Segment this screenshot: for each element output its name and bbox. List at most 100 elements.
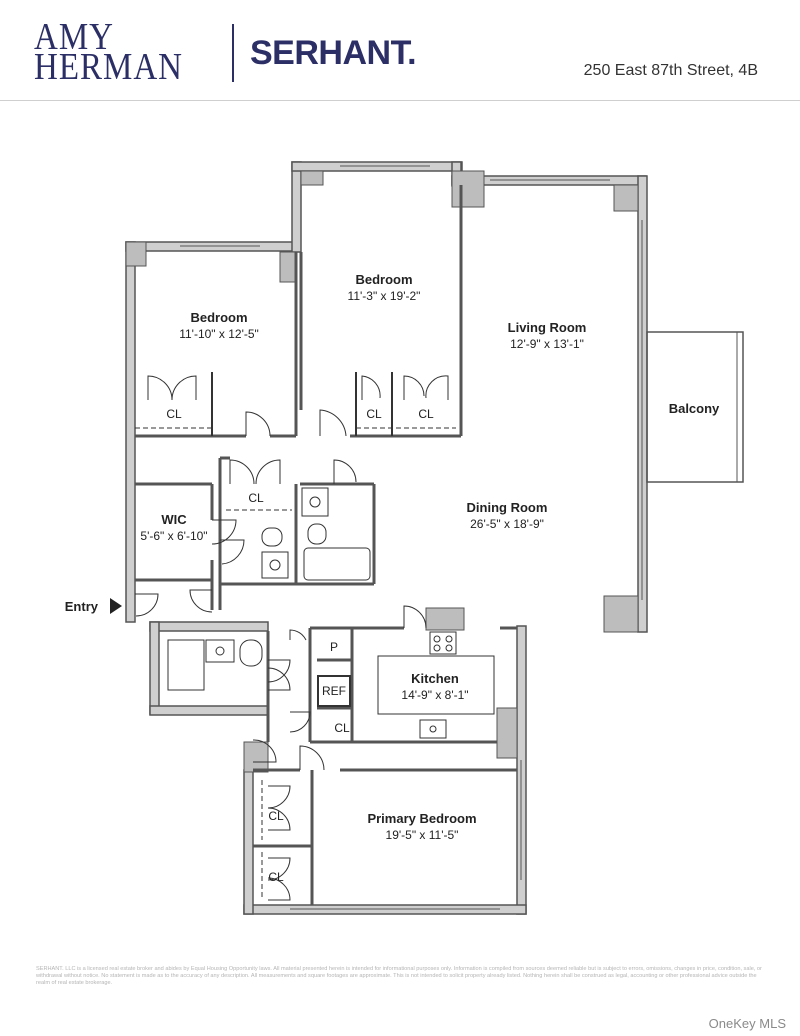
wall-bath-left (149, 621, 160, 715)
legal-disclaimer: SERHANT. LLC is a licensed real estate b… (36, 966, 762, 986)
closet-label: CL (366, 407, 382, 421)
column (425, 607, 465, 631)
balcony-name: Balcony (669, 401, 720, 416)
door-swing (403, 605, 427, 629)
closet-label: CL (166, 407, 182, 421)
powder-sink (205, 639, 235, 663)
fixtures (167, 487, 495, 739)
closet-label: CL (418, 407, 434, 421)
kitchen-name: Kitchen (411, 671, 459, 686)
kitchen-counter (377, 655, 495, 715)
door-swing (267, 659, 291, 683)
bedroom-middle-dims: 11'-3" x 19'-2" (348, 289, 421, 303)
amy-herman-logo: AMY HERMAN (34, 16, 183, 86)
wall-bath-bottom (149, 705, 269, 716)
bedroom-left-name: Bedroom (190, 310, 247, 325)
entry-arrow-icon (110, 598, 122, 614)
primary-bedroom-name: Primary Bedroom (367, 811, 476, 826)
toilet (307, 523, 327, 545)
sink-drain (429, 725, 437, 733)
door-swing (267, 667, 291, 691)
bath-sink-2 (261, 551, 289, 579)
door-swing (135, 593, 159, 617)
powder-sink-bowl (215, 646, 225, 656)
wic-name: WIC (161, 512, 187, 527)
burner (433, 644, 441, 652)
serhant-logo: SERHANT. (250, 34, 417, 72)
burner (433, 635, 441, 643)
door-swing (171, 375, 197, 401)
door-swing (425, 375, 449, 400)
dining-room-name: Dining Room (467, 500, 548, 515)
powder-toilet (239, 639, 263, 667)
column (300, 170, 324, 186)
refrigerator-box (317, 675, 351, 707)
wall-primary-left (243, 769, 254, 915)
bedroom-middle-name: Bedroom (355, 272, 412, 287)
closet-label: CL (334, 721, 350, 735)
primary-bedroom-dims: 19'-5" x 11'-5" (386, 828, 459, 842)
wall-bath-top (149, 621, 269, 632)
door-swing (403, 375, 425, 400)
logo-first-name: AMY (34, 16, 115, 58)
column (451, 170, 485, 208)
logo-last-name: HERMAN (34, 46, 184, 88)
door-swing (252, 739, 277, 763)
columns (125, 170, 639, 773)
door-swing (299, 745, 325, 771)
windows (180, 165, 643, 910)
bathtub (303, 547, 371, 581)
door-swing (267, 877, 291, 901)
door-swing (189, 589, 213, 613)
door-swing (361, 375, 381, 400)
toilet-2 (261, 527, 283, 547)
door-swing (289, 711, 311, 733)
column (603, 595, 639, 633)
door-swing (211, 519, 237, 545)
closet-label: CL (268, 809, 284, 823)
column (496, 707, 518, 759)
column (613, 184, 639, 212)
property-address: 250 East 87th Street, 4B (583, 62, 758, 79)
wall-step (291, 161, 302, 253)
door-swing (267, 857, 291, 881)
bedroom-left-dims: 11'-10" x 12'-5" (179, 327, 259, 341)
living-room-name: Living Room (508, 320, 587, 335)
door-swing (267, 807, 291, 831)
refrigerator-label: REF (322, 684, 346, 698)
logo-divider (232, 24, 234, 82)
pantry-label: P (330, 640, 338, 654)
entry-label: Entry (65, 599, 99, 614)
door-swing (147, 375, 173, 401)
balcony (646, 331, 744, 483)
wic-dims: 5'-6" x 6'-10" (140, 529, 207, 543)
door-swing (229, 459, 255, 485)
door-swing (289, 629, 307, 641)
door-swing (319, 409, 347, 437)
kitchen-dims: 14'-9" x 8'-1" (401, 688, 468, 702)
burner (445, 644, 453, 652)
shower (167, 639, 205, 691)
doors (135, 375, 449, 901)
closet-label: CL (248, 491, 264, 505)
door-swing (255, 459, 281, 485)
cooktop (429, 631, 457, 655)
wall-left (125, 241, 136, 623)
balcony-outline (646, 331, 744, 483)
header: AMY HERMAN SERHANT. 250 East 87th Street… (0, 0, 800, 101)
closet-label: CL (268, 870, 284, 884)
burner (445, 635, 453, 643)
door-swing (220, 539, 245, 565)
kitchen-sink (419, 719, 447, 739)
bath-sink (301, 487, 329, 517)
living-room-dims: 12'-9" x 13'-1" (510, 337, 584, 351)
sink-bowl-2 (269, 559, 281, 571)
door-swing (245, 411, 271, 437)
closets (135, 372, 456, 900)
door-swing (333, 459, 357, 484)
dining-room-dims: 26'-5" x 18'-9" (470, 517, 544, 531)
door-swing (267, 785, 291, 809)
column (243, 741, 269, 773)
sink-bowl (309, 496, 321, 508)
